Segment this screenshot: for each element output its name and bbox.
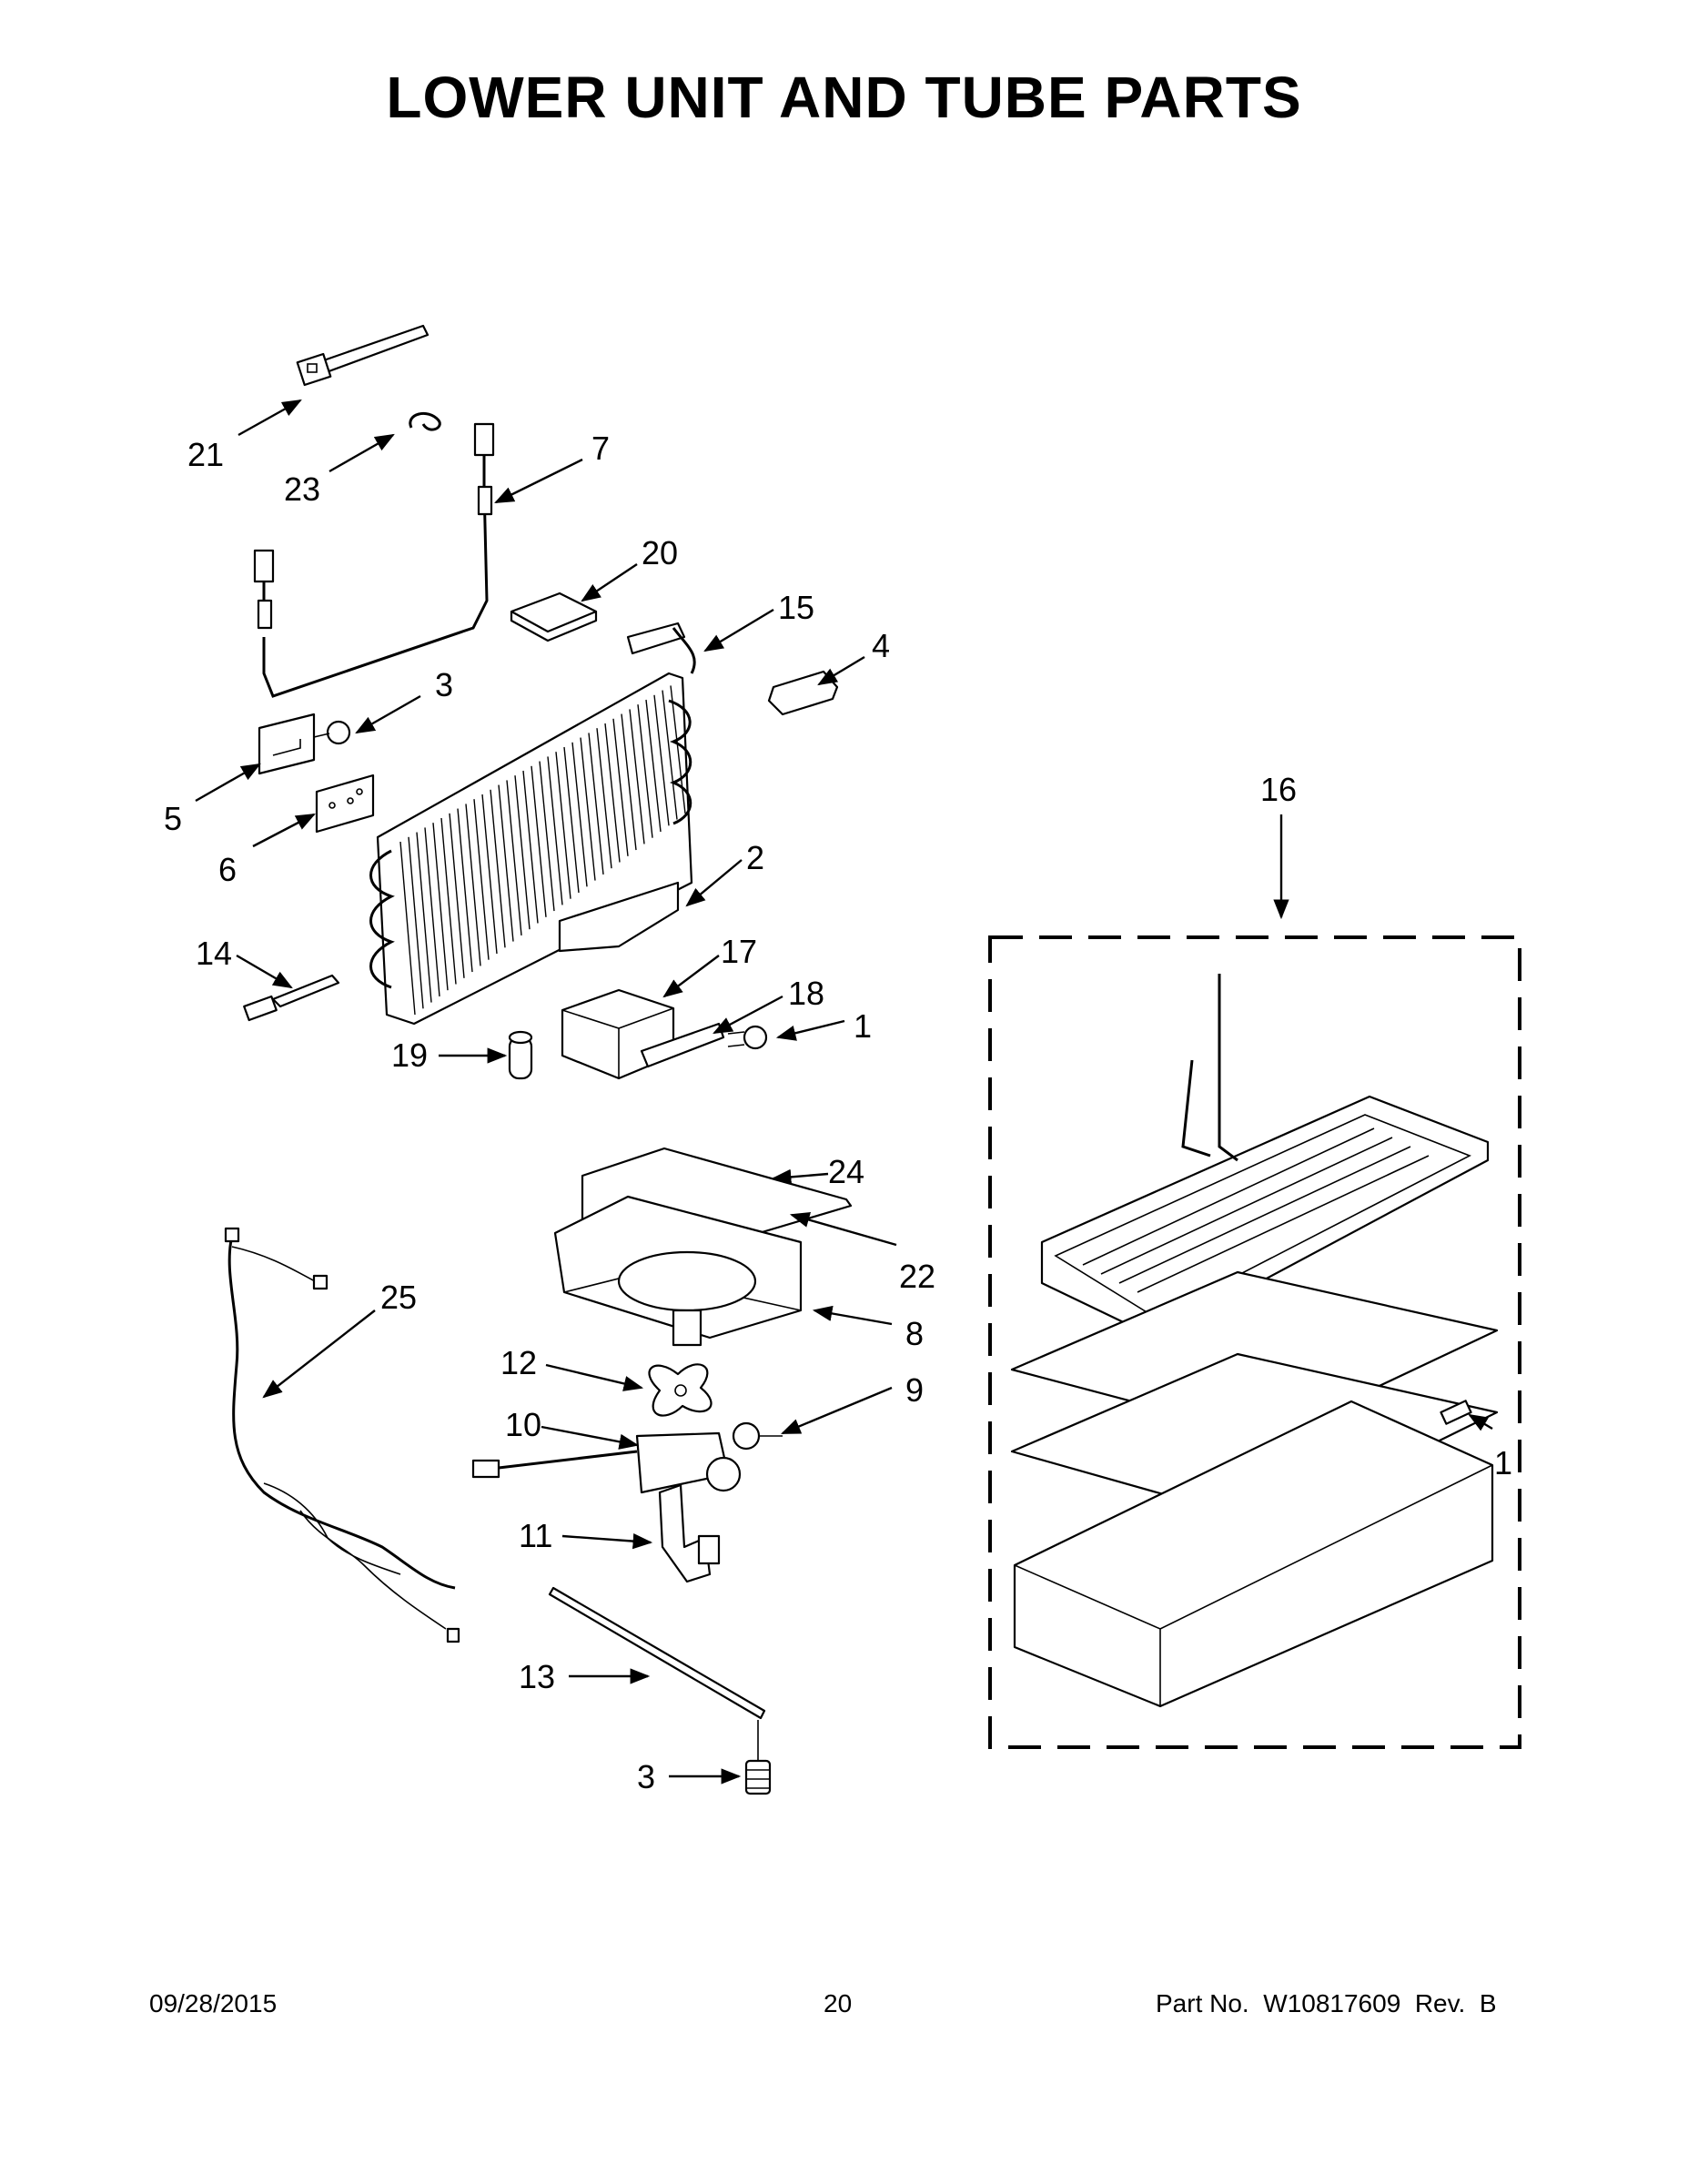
coil-fin (645, 699, 662, 833)
coil-fin (555, 752, 571, 899)
thermostat-part (243, 974, 340, 1022)
tray-screw-part (1440, 1400, 1472, 1425)
callout-18: 18 (788, 975, 824, 1012)
callout-7: 7 (591, 430, 610, 467)
coil-fin (539, 761, 555, 912)
callout-17: 17 (721, 933, 757, 970)
footer-part-number: Part No. W10817609 Rev. B (1156, 1989, 1497, 2017)
callout-22: 22 (899, 1258, 935, 1295)
support-bar-part (548, 1586, 766, 1720)
coil-fin (547, 756, 563, 905)
callout-19: 19 (391, 1036, 428, 1074)
footer-page-number: 20 (824, 1989, 853, 2017)
pad-part (315, 774, 375, 834)
coil-fin (432, 823, 449, 991)
coil-fin (612, 718, 629, 856)
callout-11: 11 (519, 1517, 552, 1554)
coil-fin (604, 723, 621, 863)
coil-fin (481, 794, 498, 955)
cable-tie-part (296, 324, 430, 387)
callout-21: 21 (187, 436, 224, 473)
callout-8: 8 (905, 1315, 924, 1352)
footer-date: 09/28/2015 (149, 1989, 278, 2017)
coil-fin (596, 728, 612, 869)
coil-fin (449, 813, 465, 978)
bracket-part (258, 713, 316, 775)
coil-fin (571, 742, 588, 887)
coil-fin (653, 694, 670, 826)
callout-1-upper: 1 (854, 1007, 872, 1045)
coil-fin (621, 713, 637, 851)
drain-shield-part (558, 881, 680, 953)
callout-16: 16 (1260, 771, 1297, 808)
coil-fin (490, 789, 506, 948)
fuse-part (508, 1030, 533, 1080)
coil-fin (506, 780, 522, 935)
coil-fin (580, 737, 596, 881)
screw-part (727, 1025, 768, 1050)
coil-fin (563, 746, 580, 894)
wire-clip-part (409, 411, 441, 431)
callout-13: 13 (519, 1658, 555, 1695)
callout-5: 5 (164, 800, 182, 837)
coil-fin (399, 841, 416, 1016)
coil-fin (662, 690, 678, 820)
leader-arrows (195, 399, 1493, 1785)
coil-fin (408, 836, 424, 1009)
heater-housing-part (561, 988, 675, 1080)
callout-25: 25 (380, 1279, 417, 1316)
coil-fin (670, 685, 686, 814)
callout-14: 14 (196, 935, 232, 972)
fan-shroud-part (553, 1147, 853, 1347)
page-title: LOWER UNIT AND TUBE PARTS (386, 65, 1302, 130)
callout-labels: 21 23 7 20 15 4 3 5 6 2 17 18 14 19 1 16… (164, 430, 1512, 1795)
coil-fin (522, 770, 539, 924)
coil-fin (498, 784, 514, 942)
callout-4: 4 (872, 627, 890, 664)
tube-clip-part (767, 670, 839, 716)
motor-mount-part (658, 1483, 721, 1583)
callout-3-lower: 3 (637, 1758, 655, 1795)
callout-9: 9 (905, 1371, 924, 1409)
callout-15: 15 (778, 589, 814, 626)
thermistor-harness-part (253, 422, 495, 698)
screw-lower-part (744, 1720, 772, 1795)
coil-fin (588, 733, 604, 875)
callout-3-upper: 3 (435, 666, 453, 703)
coil-fin (416, 832, 432, 1003)
callout-1-lower: 1 (1494, 1444, 1512, 1481)
callout-24: 24 (828, 1153, 864, 1190)
callout-10: 10 (505, 1406, 541, 1443)
coil-fin (531, 765, 547, 917)
screw-upper-part (313, 720, 351, 745)
cover-plate-part (640, 1022, 725, 1068)
callout-2: 2 (746, 839, 764, 876)
coil-fin (424, 827, 440, 996)
coil-fin (473, 799, 490, 960)
fan-blade-part (648, 1363, 713, 1417)
callout-23: 23 (284, 470, 320, 508)
coil-fin (440, 817, 457, 985)
wire-harness-part (224, 1227, 460, 1643)
evaporator-coil-part (369, 622, 696, 1026)
callout-12: 12 (500, 1344, 537, 1381)
callout-20: 20 (642, 534, 678, 571)
coil-fin (465, 804, 481, 966)
lower-tray-assembly-part (988, 935, 1521, 1749)
coil-fin (457, 808, 473, 973)
foam-block-part (510, 592, 598, 642)
fan-motor-part (471, 1421, 783, 1494)
callout-6: 6 (218, 851, 237, 888)
coil-fin (629, 709, 645, 844)
coil-fin (637, 704, 653, 838)
coil-fin (514, 775, 531, 930)
assembly-boundary (988, 935, 1521, 1749)
